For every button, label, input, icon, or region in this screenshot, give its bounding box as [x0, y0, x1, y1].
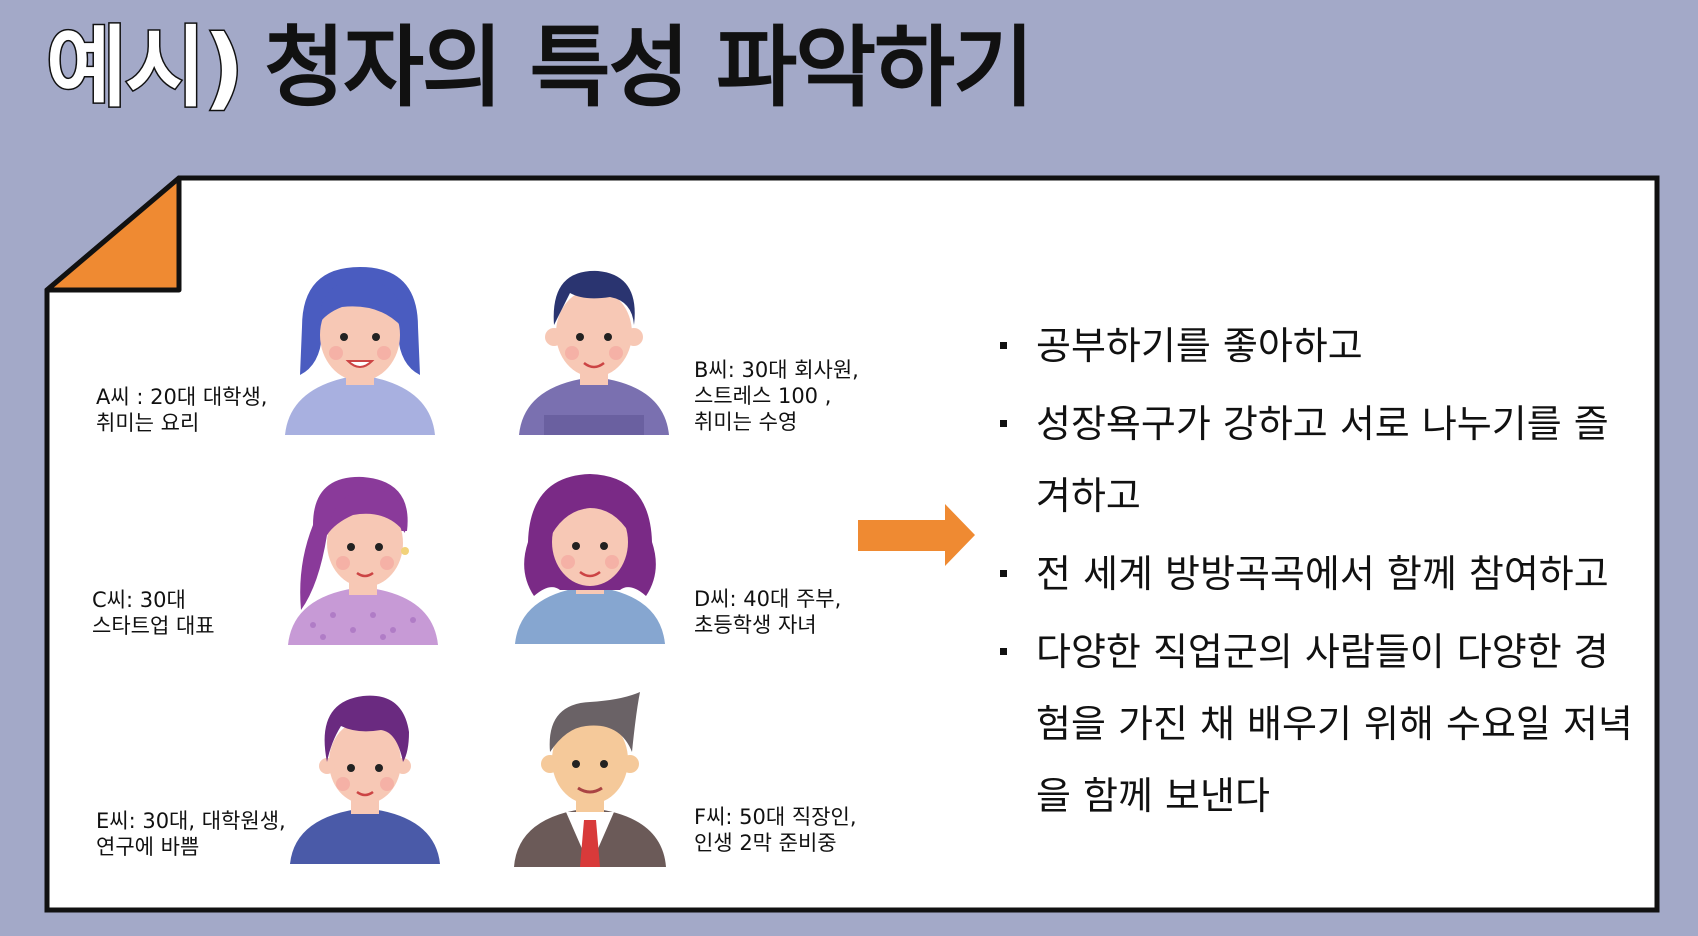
list-item: 다양한 직업군의 사람들이 다양한 경험을 가진 채 배우기 위해 수요일 저녁…: [1000, 616, 1640, 832]
avatar-d: [515, 474, 665, 644]
person-label-a: A씨 : 20대 대학생, 취미는 요리: [96, 385, 268, 435]
title-prefix: 예시): [44, 16, 245, 119]
list-item: 공부하기를 좋아하고: [1000, 310, 1640, 382]
person-label-c: C씨: 30대 스타트업 대표: [92, 588, 215, 638]
avatar-c: [288, 476, 438, 645]
avatar-e: [290, 695, 440, 864]
slide-title: 예시)청자의 특성 파악하기: [44, 18, 1034, 118]
list-item: 성장욕구가 강하고 서로 나누기를 즐겨하고: [1000, 388, 1640, 532]
avatar-f: [514, 692, 666, 867]
arrow-right-icon: [858, 504, 975, 566]
folded-corner-icon: [44, 175, 182, 293]
list-item: 전 세계 방방곡곡에서 함께 참여하고: [1000, 538, 1640, 610]
person-label-b: B씨: 30대 회사원, 스트레스 100 , 취미는 수영: [694, 358, 859, 434]
person-label-d: D씨: 40대 주부, 초등학생 자녀: [694, 587, 842, 637]
person-label-f: F씨: 50대 직장인, 인생 2막 준비중: [694, 805, 857, 855]
avatar-a: [285, 267, 435, 435]
title-main: 청자의 특성 파악하기: [264, 16, 1034, 119]
person-label-e: E씨: 30대, 대학원생, 연구에 바쁨: [96, 809, 286, 859]
avatar-b: [519, 270, 669, 435]
characteristics-list: 공부하기를 좋아하고 성장욕구가 강하고 서로 나누기를 즐겨하고 전 세계 방…: [1000, 310, 1640, 838]
